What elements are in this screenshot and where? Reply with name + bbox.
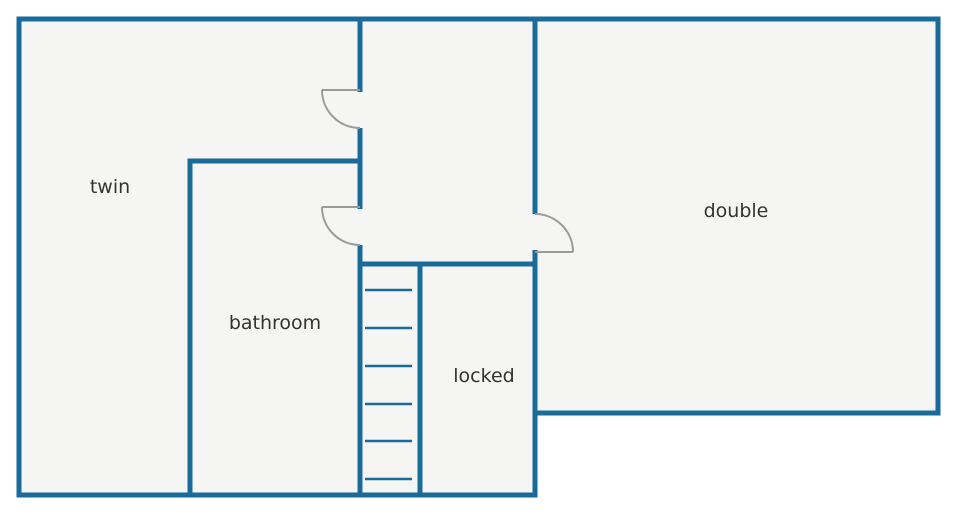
door-double[interactable] — [534, 213, 574, 253]
staircase — [365, 288, 412, 481]
room-label-bathroom: bathroom — [229, 312, 321, 334]
door-twin[interactable] — [321, 89, 361, 129]
room-label-locked: locked — [453, 365, 514, 387]
door-bathroom[interactable] — [321, 206, 361, 246]
room-label-twin: twin — [90, 176, 130, 198]
floor-area — [19, 19, 938, 495]
room-label-double: double — [704, 200, 769, 222]
